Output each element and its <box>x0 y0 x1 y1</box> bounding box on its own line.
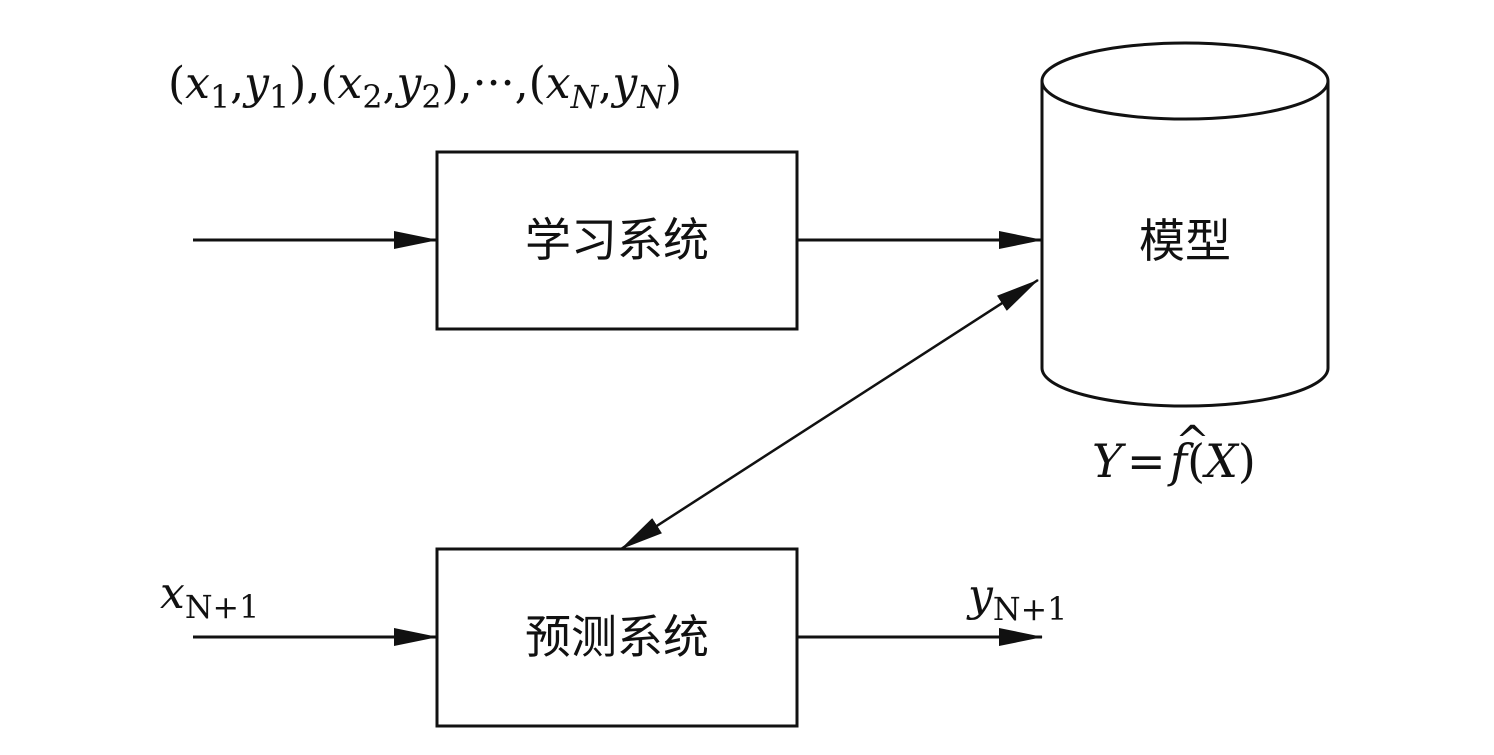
test-output-label: yN+1 <box>968 570 1068 629</box>
model-cylinder-bottom <box>1040 367 1330 408</box>
model-cylinder-top <box>1040 41 1330 121</box>
model-function-formula: Y = ^f(X) <box>1092 416 1256 488</box>
prediction-system-label: 预测系统 <box>525 610 709 664</box>
model-cylinder <box>1040 41 1330 408</box>
test-input-label: xN+1 <box>160 568 260 627</box>
model-label: 模型 <box>1139 214 1231 268</box>
training-data-formula: (x1,y1),(x2,y2),···,(xN,yN) <box>168 58 683 117</box>
learning-system-label: 学习系统 <box>525 213 709 267</box>
arrow-model-prediction <box>620 278 1039 551</box>
